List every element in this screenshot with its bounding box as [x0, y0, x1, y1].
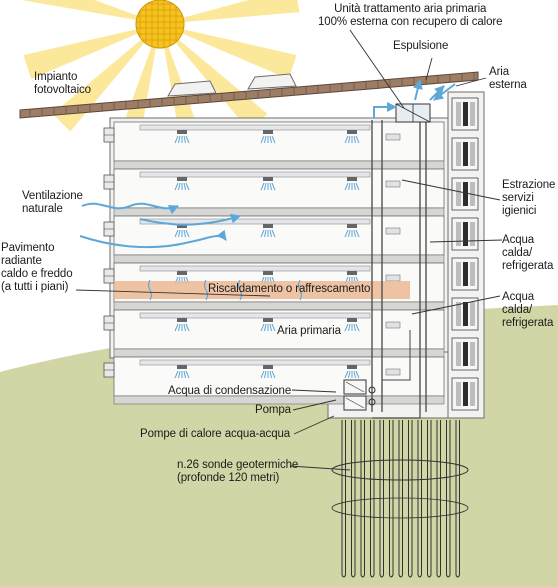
building [103, 91, 485, 419]
heat-rising-wiggles [147, 279, 303, 301]
air-handling-unit [395, 103, 431, 123]
aria-primaria-label: Aria primaria [277, 325, 341, 337]
ahu-label-line1: Unità trattamento aria primaria [334, 3, 487, 15]
sonde-geotermiche-label: n.26 sonde geotermiche (profonde 120 met… [177, 459, 299, 484]
espulsione-label: Espulsione [393, 40, 449, 52]
vertical-risers [371, 120, 427, 419]
estrazione-label: Estrazione servizi igienici [502, 179, 556, 217]
air-flow-arrows [79, 79, 456, 249]
condensazione-label: Acqua di condensazione [168, 385, 292, 397]
ahu-label: Unità trattamento aria primaria 100% est… [318, 3, 503, 29]
radiant-floor-heating-band [114, 281, 410, 299]
leader-lines [75, 29, 503, 471]
acqua-calda-label-1: Acqua calda/ refrigerata [502, 234, 554, 272]
heat-pumps [343, 379, 376, 411]
ahu-label-line2: 100% esterna con recupero di calore [318, 16, 503, 28]
aria-esterna-label: Aria esterna [489, 66, 527, 91]
pavimento-radiante-label: Pavimento radiante caldo e freddo (a tut… [1, 242, 73, 293]
roof-pv-panels [19, 71, 479, 119]
acqua-calda-label-2: Acqua calda/ refrigerata [502, 291, 554, 329]
impianto-fotovoltaico-label: Impianto fotovoltaico [34, 71, 91, 96]
pompe-calore-label: Pompe di calore acqua-acqua [140, 428, 291, 440]
sun [135, 0, 185, 49]
geothermal-probe-field [331, 420, 469, 578]
pompa-label: Pompa [255, 404, 291, 416]
ventilazione-naturale-label: Ventilazione naturale [22, 190, 83, 215]
riscaldamento-label: Riscaldamento o raffrescamento [208, 283, 371, 295]
